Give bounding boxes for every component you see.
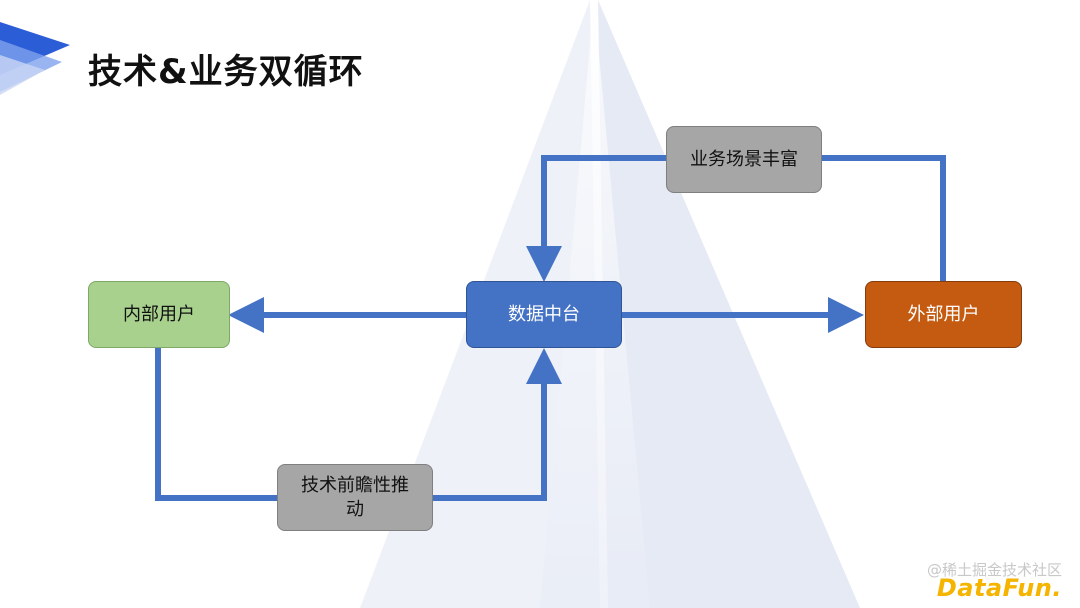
watermark: @稀土掘金技术社区 DataFun. bbox=[926, 561, 1062, 602]
node-tech-push-label-line2: 动 bbox=[346, 498, 364, 520]
watermark-community-text: @稀土掘金技术社区 bbox=[926, 561, 1062, 579]
node-external-users-label: 外部用户 bbox=[907, 303, 980, 325]
node-external-users: 外部用户 bbox=[865, 281, 1022, 348]
node-business-scenarios-label: 业务场景丰富 bbox=[690, 148, 798, 170]
corner-accent-pale bbox=[0, 55, 45, 95]
node-tech-push-label-line1: 技术前瞻性推 bbox=[301, 475, 409, 497]
page-title: 技术&业务双循环 bbox=[88, 52, 364, 92]
datafun-logo: DataFun. bbox=[936, 574, 1062, 602]
bg-triangle-right bbox=[598, 0, 860, 608]
node-business-scenarios: 业务场景丰富 bbox=[666, 126, 822, 193]
node-data-platform: 数据中台 bbox=[466, 281, 622, 348]
node-internal-users-label: 内部用户 bbox=[123, 303, 195, 325]
node-internal-users: 内部用户 bbox=[88, 281, 230, 348]
node-tech-push: 技术前瞻性推 动 bbox=[277, 464, 433, 531]
node-data-platform-label: 数据中台 bbox=[508, 303, 580, 325]
